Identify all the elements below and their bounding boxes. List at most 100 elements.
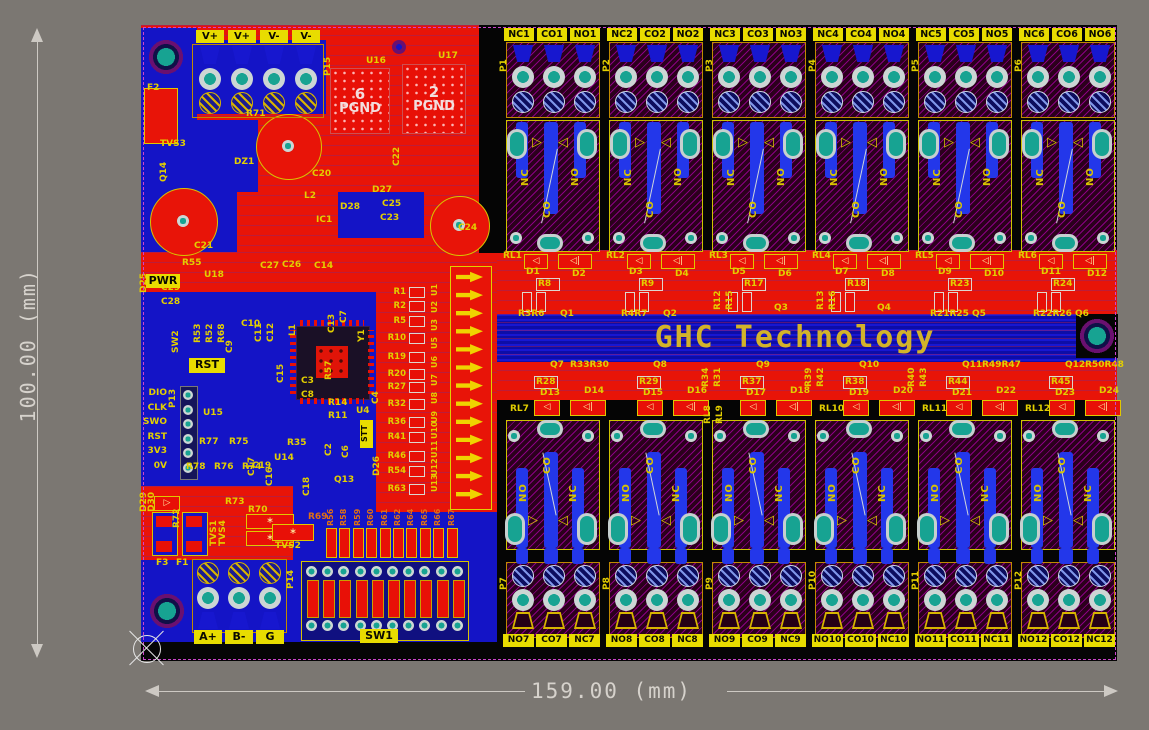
silkscreen-ref-label: R78 xyxy=(186,462,206,472)
diode-symbol-icon: ▷ xyxy=(837,513,847,528)
mcu-pins xyxy=(300,398,364,404)
dim-arrow-up-icon xyxy=(31,28,43,42)
relay-pad xyxy=(992,516,1006,542)
silkscreen-ref-label: C10 xyxy=(241,319,261,329)
mcu-pins xyxy=(290,330,296,394)
io-arrow-icon xyxy=(456,398,483,409)
program-pin-pad xyxy=(183,448,193,459)
io-resistor-ref: R5 xyxy=(393,316,406,326)
relay-terminal-label: NO3 xyxy=(776,28,806,41)
terminal-opening xyxy=(780,45,802,62)
io-unit-ref: U8 xyxy=(430,391,439,404)
resistor-pair-ref: R12 xyxy=(713,290,723,310)
silkscreen-ref-label: Y1 xyxy=(357,329,367,342)
terminal-screw xyxy=(677,565,699,587)
relay-ref: RL2 xyxy=(606,251,625,261)
silkscreen-ref-label: Q14 xyxy=(159,161,169,182)
silkscreen-ref-label: U4 xyxy=(356,406,370,416)
diode-box: ◁ xyxy=(1039,254,1063,269)
relay-contact-co: CO xyxy=(954,200,965,218)
power-terminal-label: V- xyxy=(292,30,320,43)
connector-ref: P9 xyxy=(705,577,715,590)
resistor-body xyxy=(948,292,958,312)
relay-trace xyxy=(928,548,940,564)
resistor-body xyxy=(625,292,635,312)
io-arrow-icon xyxy=(456,271,483,283)
diode-symbol-icon: ◁ xyxy=(970,135,980,150)
relay-pad xyxy=(613,132,627,156)
C21-cap-pad xyxy=(177,215,189,227)
relay-terminal-label: CO9 xyxy=(742,634,773,647)
fuse-body xyxy=(182,512,208,556)
relay-trace xyxy=(619,548,631,564)
io-arrow-icon xyxy=(456,307,483,319)
terminal-screw xyxy=(852,91,874,113)
io-resistor-body xyxy=(409,466,425,477)
power-terminal-label: V+ xyxy=(228,30,256,43)
dip-switch-body xyxy=(436,580,449,618)
terminal-pad xyxy=(543,589,565,611)
power-terminal-screw xyxy=(231,92,253,114)
transistor-ref: Q3 xyxy=(774,303,788,313)
silkscreen-ref-label: L1 xyxy=(288,324,298,336)
terminal-opening xyxy=(985,612,1009,629)
terminal-opening-inner xyxy=(617,614,635,627)
relay-trace xyxy=(1031,548,1043,564)
terminal-pad xyxy=(883,589,905,611)
silkscreen-ref-label: TVS4 xyxy=(218,520,228,546)
silkscreen-ref-label: C15 xyxy=(276,363,286,383)
terminal-opening xyxy=(986,45,1008,62)
terminal-opening-inner xyxy=(1091,614,1109,627)
io-arrow-icon xyxy=(456,488,483,500)
terminal-opening xyxy=(883,45,905,62)
io-arrow-icon xyxy=(456,362,483,373)
resistor-pair-ref: R34 xyxy=(701,367,711,387)
power-terminal-screw xyxy=(199,92,221,114)
diode-symbol-icon: ◁ xyxy=(661,135,671,150)
transistor-ref: Q10 xyxy=(859,360,880,370)
diode-ref: D14 xyxy=(584,386,604,396)
dip-switch-pad xyxy=(354,566,366,577)
terminal-opening-inner xyxy=(885,614,903,627)
terminal-pad xyxy=(574,66,596,88)
relay-pad xyxy=(788,232,800,244)
silkscreen-ref-label: SW2 xyxy=(171,330,181,353)
silkscreen-ref-label: D26 xyxy=(372,456,382,476)
relay-ref: RL4 xyxy=(812,251,831,261)
relay-contact-no: NO xyxy=(673,167,684,186)
silkscreen-ref-label: C20 xyxy=(312,169,332,179)
terminal-pad xyxy=(821,589,843,611)
terminal-opening xyxy=(821,45,843,62)
program-pin-pad xyxy=(183,433,193,444)
relay-terminal-label: NC4 xyxy=(813,28,843,41)
silkscreen-ref-label: C19 xyxy=(252,461,272,471)
terminal-opening xyxy=(543,45,565,62)
terminal-pad xyxy=(883,66,905,88)
switch-resistor-body xyxy=(339,528,351,558)
terminal-opening xyxy=(1089,45,1111,62)
diode-box: ◁| xyxy=(570,400,606,416)
diode-symbol-icon: ▷ xyxy=(1043,513,1053,528)
connector-ref: P12 xyxy=(1014,570,1024,590)
mount-hole-topleft xyxy=(147,38,185,76)
silkscreen-ref-label: P15 xyxy=(323,56,333,76)
relay-terminal-label: NC12 xyxy=(1084,634,1115,647)
comm-terminal-opening xyxy=(259,612,281,629)
terminal-screw xyxy=(780,565,802,587)
connector-ref: P2 xyxy=(602,59,612,72)
relay-contact-co: CO xyxy=(542,456,553,474)
relay-pad xyxy=(1097,430,1109,442)
relay-pad xyxy=(891,232,903,244)
relay-pad xyxy=(889,132,903,156)
relay-trace xyxy=(778,548,790,564)
terminal-pad xyxy=(749,589,771,611)
relay-pad xyxy=(819,232,831,244)
program-pin-label: 3V3 xyxy=(147,446,168,457)
blue-patch xyxy=(196,120,258,192)
resistor-pair-ref: R15 xyxy=(725,290,735,310)
dip-switch-body xyxy=(388,580,400,618)
terminal-pad xyxy=(1027,66,1049,88)
relay-terminal-label: NO4 xyxy=(879,28,909,41)
silkscreen-ref-label: C21 xyxy=(194,241,214,251)
